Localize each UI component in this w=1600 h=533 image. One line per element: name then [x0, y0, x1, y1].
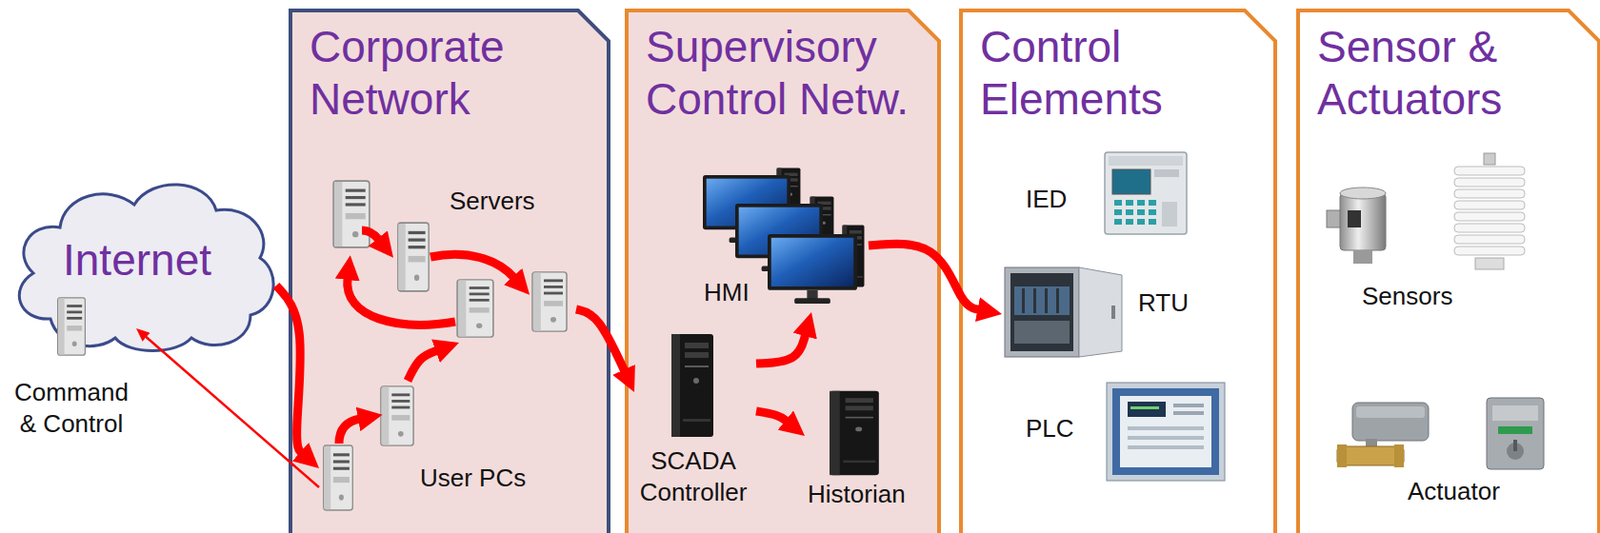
device-label: SCADA Controller	[634, 445, 753, 508]
cloud-label: Internet	[62, 235, 212, 286]
device-label: PLC	[1025, 413, 1075, 445]
panel-heading: Supervisory Control Netw.	[645, 20, 932, 126]
plc: PLC	[1020, 379, 1229, 484]
command-server: Command & Control	[10, 296, 137, 443]
scada-controller: SCADA Controller	[634, 333, 757, 512]
hmi-group: HMI	[697, 171, 869, 313]
device-label: Actuator	[1407, 476, 1500, 508]
device-label: Servers	[449, 185, 536, 218]
panel-outline	[290, 10, 609, 533]
user-pc-group: User PCs	[319, 380, 534, 517]
panel-outline	[960, 10, 1276, 533]
panel-heading: Sensor & Actuators	[1317, 20, 1584, 126]
device-label: IED	[1025, 183, 1067, 216]
device-label: User PCs	[420, 462, 526, 495]
zone-panel: IED RTU PLC Control Elements	[959, 8, 1278, 533]
rtu: RTU	[1001, 264, 1196, 360]
sensor-group: Sensors	[1321, 150, 1536, 317]
zone-panel: HMI SCADA ControllerHistorian Supervisory …	[624, 8, 941, 533]
device-label: Command & Control	[10, 377, 133, 440]
internet-cloud: Internet	[4, 166, 277, 355]
panel-heading: Corporate Network	[309, 20, 577, 126]
zone-panel: SensorsActuator Sensor & Actuators	[1296, 8, 1600, 533]
cloud-outline	[19, 184, 274, 352]
panel-outline	[1298, 10, 1600, 533]
panel-outline	[626, 10, 940, 533]
device-label: HMI	[703, 277, 750, 309]
historian: Historian	[804, 390, 910, 515]
panel-heading: Control Elements	[980, 20, 1247, 126]
zone-panel: ServersUser PCs Corporate Network	[288, 8, 611, 533]
device-label: Historian	[807, 479, 906, 511]
server-group: Servers	[328, 171, 577, 343]
ied: IED	[1020, 149, 1191, 239]
device-label: RTU	[1138, 287, 1189, 320]
actuator-group: Actuator	[1333, 395, 1555, 512]
device-label: Sensors	[1361, 280, 1453, 313]
